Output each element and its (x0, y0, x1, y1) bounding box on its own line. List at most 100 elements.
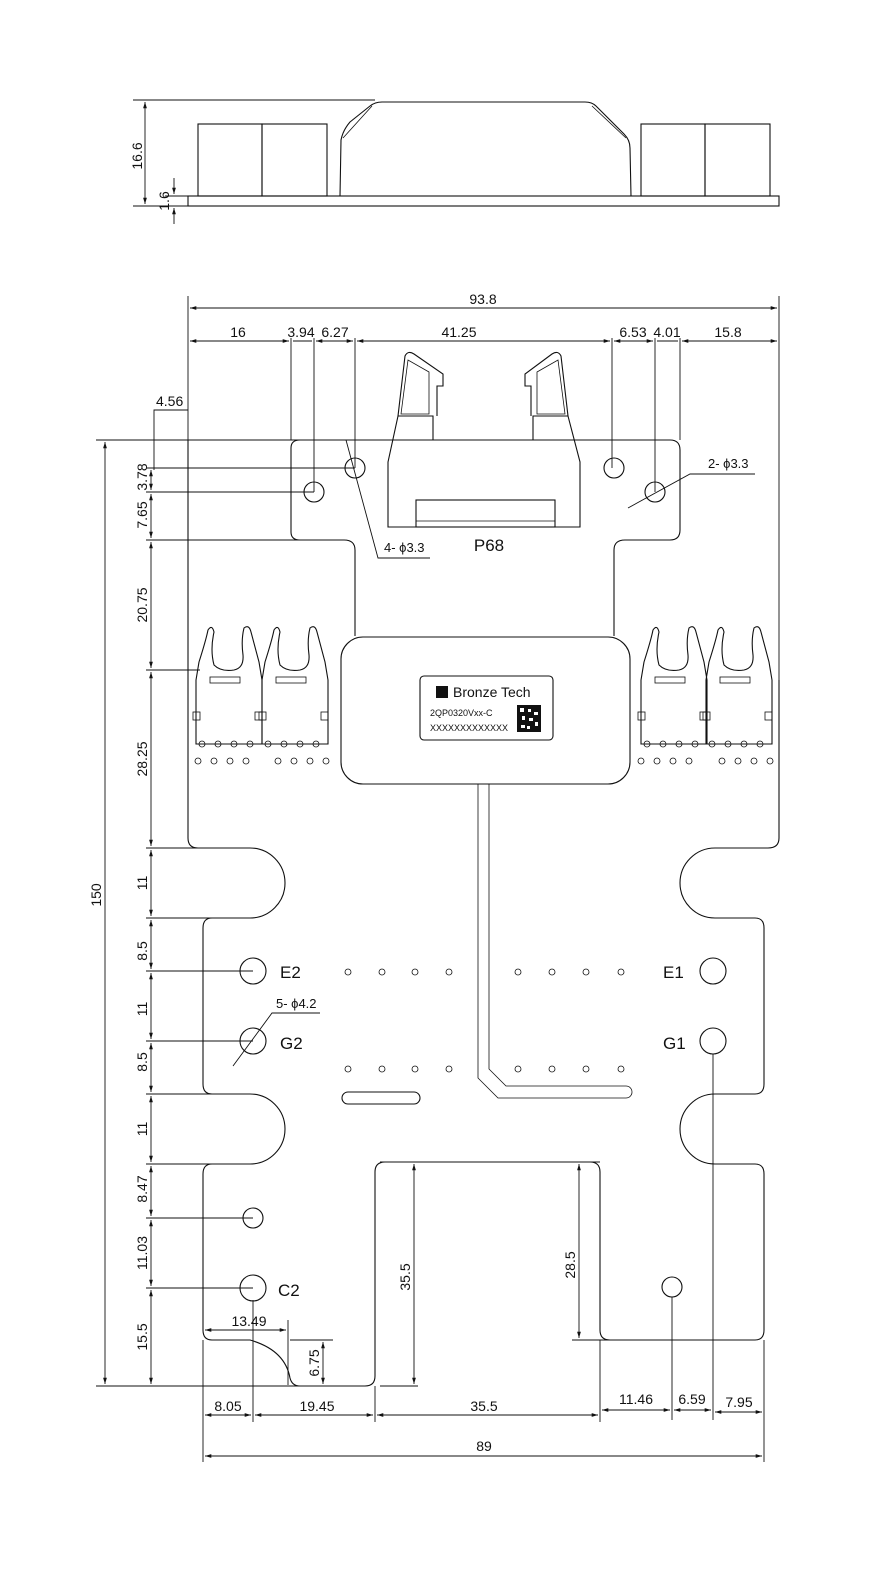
dim-overall-height: 150 (88, 883, 104, 907)
side-connector (192, 626, 263, 748)
mounting-holes: 4- ϕ3.3 2- ϕ3.3 (303, 439, 755, 559)
via (445, 1065, 453, 1073)
side-connector (258, 626, 329, 748)
dim-bottom-seg: 7.95 (725, 1394, 752, 1410)
side-view: 16.6 1.6 (129, 99, 780, 224)
via (290, 757, 298, 765)
terminals: E2 G2 E1 G1 C2 5- ϕ4.2 (232, 957, 727, 1302)
via (548, 968, 556, 976)
side-connectors (192, 626, 773, 748)
via (378, 968, 386, 976)
via (582, 1065, 590, 1073)
terminal-g1 (699, 1027, 727, 1055)
brand-name: Bronze Tech (453, 684, 531, 700)
via (411, 968, 419, 976)
p68-connector: P68 (387, 351, 581, 555)
board-outline (187, 439, 780, 1387)
dim-bottom-seg: 6.59 (678, 1391, 705, 1407)
inner-dimensions: 13.49 6.75 35.5 28.5 (205, 1161, 610, 1387)
bottom-dimensions: 8.05 19.45 35.5 11.46 6.59 7.95 89 (202, 1054, 765, 1462)
via (514, 968, 522, 976)
dim-left-seg: 11 (134, 876, 150, 891)
dim-bottom-seg: 8.05 (214, 1398, 241, 1414)
mount-hole (603, 457, 625, 479)
terminal-label-g2: G2 (280, 1034, 303, 1053)
central-housing: Bronze Tech 2QP0320Vxx-C XXXXXXXXXXXXX (340, 636, 633, 1099)
via-holes (194, 757, 774, 1073)
dim-bottom-seg: 35.5 (470, 1398, 497, 1414)
dim-left-seg: 28.25 (134, 741, 150, 776)
via (637, 757, 645, 765)
via (411, 1065, 419, 1073)
top-dimensions: 93.8 16 3.94 6.27 41.25 6.53 4.01 15.8 (187, 291, 780, 680)
side-connector (637, 626, 708, 748)
dim-top-seg-6: 4.01 (653, 324, 680, 340)
part-number: 2QP0320Vxx-C (430, 708, 493, 718)
slot (341, 1091, 421, 1105)
mount-hole (644, 481, 666, 503)
side-connector-right-a (640, 123, 706, 197)
side-connector-left-b (261, 123, 328, 197)
via (548, 1065, 556, 1073)
dim-left-seg: 3.78 (134, 463, 150, 490)
datamatrix-icon (517, 705, 541, 732)
dim-top-seg-5: 6.53 (619, 324, 646, 340)
dim-top-seg-2: 3.94 (287, 324, 314, 340)
dim-left-seg: 15.5 (134, 1323, 150, 1350)
via (274, 757, 282, 765)
terminal-label-c2: C2 (278, 1281, 300, 1300)
terminal-e1 (699, 957, 727, 985)
via (766, 757, 774, 765)
dim-pcb-thickness: 1.6 (156, 191, 172, 211)
side-pcb (187, 195, 780, 207)
side-connector (702, 626, 773, 748)
terminal-label-e2: E2 (280, 963, 301, 982)
dim-left-seg: 11 (134, 1122, 150, 1137)
via (685, 757, 693, 765)
left-dimensions: 150 4.56 3.78 7.65 20.75 28.25 11 8.5 1 (88, 393, 355, 1387)
dim-slot-left-height: 35.5 (397, 1263, 413, 1290)
via (344, 1065, 352, 1073)
connector-label: P68 (474, 536, 504, 555)
callout-terminal: 5- ϕ4.2 (276, 996, 317, 1011)
via (718, 757, 726, 765)
dim-bottom-overall: 89 (476, 1438, 492, 1454)
dim-left-seg: 8.5 (134, 1052, 150, 1072)
terminal-label-e1: E1 (663, 963, 684, 982)
callout-left-mount: 4- ϕ3.3 (384, 540, 425, 555)
dim-bottom-seg: 11.46 (619, 1391, 653, 1407)
brand-logo-icon (436, 686, 448, 698)
dim-left-seg: 11.03 (134, 1236, 150, 1270)
via (194, 757, 202, 765)
dim-top-seg-1: 16 (230, 324, 246, 340)
via (210, 757, 218, 765)
dim-left-seg: 7.65 (134, 501, 150, 528)
via (514, 1065, 522, 1073)
hole-aux (661, 1276, 683, 1298)
via (653, 757, 661, 765)
via (582, 968, 590, 976)
dim-offset: 4.56 (156, 393, 183, 409)
dim-left-seg: 8.47 (134, 1175, 150, 1202)
dim-left-seg: 8.5 (134, 941, 150, 961)
dim-top-seg-7: 15.8 (714, 324, 741, 340)
dim-slot-right-height: 28.5 (562, 1251, 578, 1278)
via (750, 757, 758, 765)
side-connector-right-b (704, 123, 771, 197)
via (226, 757, 234, 765)
dim-bottom-seg: 19.45 (299, 1398, 334, 1414)
dim-left-seg: 11 (134, 1002, 150, 1017)
via (617, 968, 625, 976)
via (445, 968, 453, 976)
dim-cutout-width: 13.49 (231, 1313, 266, 1329)
dim-cutout-height: 6.75 (306, 1349, 322, 1376)
side-connector-left-a (197, 123, 263, 197)
dim-side-height: 16.6 (129, 142, 145, 169)
dim-top-seg-4: 41.25 (441, 324, 476, 340)
label-plate (419, 675, 554, 741)
callout-right-mount: 2- ϕ3.3 (708, 456, 749, 471)
side-housing (339, 101, 632, 197)
via (242, 757, 250, 765)
serial-number: XXXXXXXXXXXXX (430, 723, 508, 733)
